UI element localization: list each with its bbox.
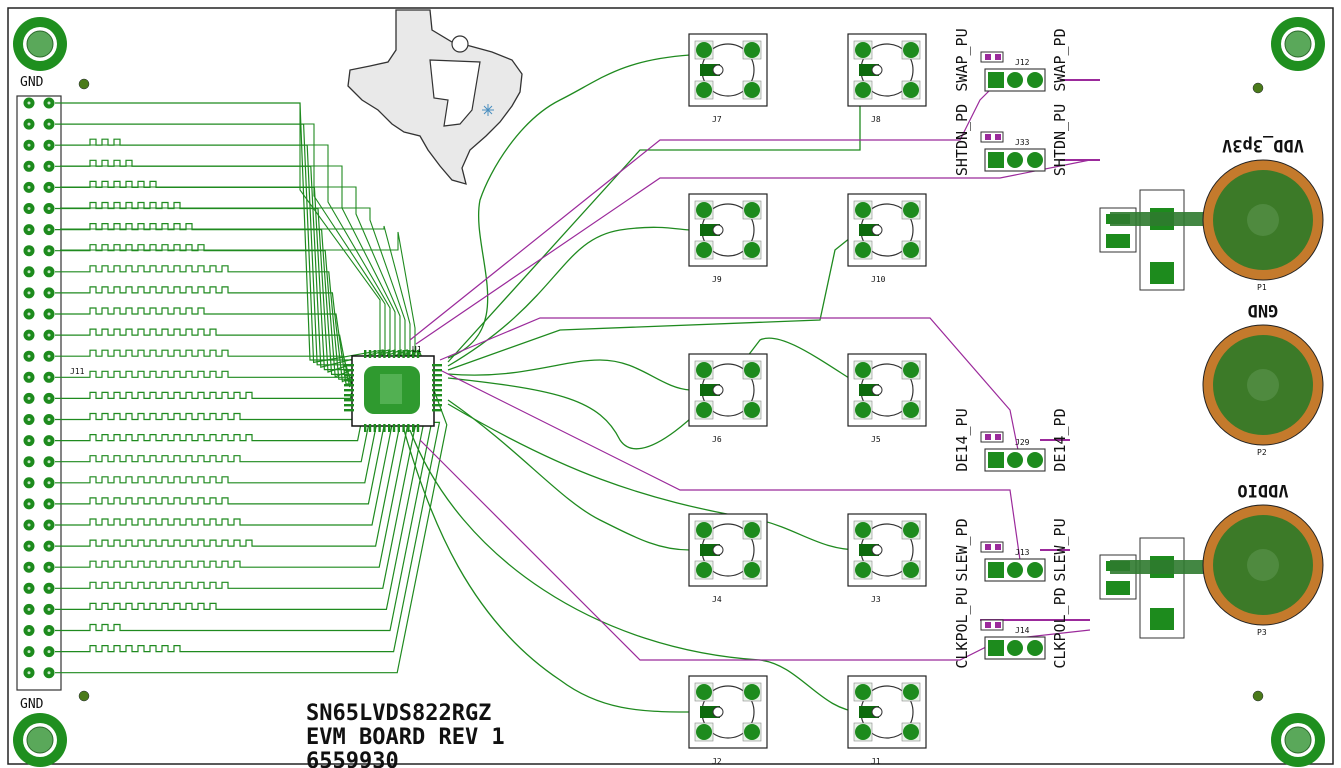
sma-connector-j1: J1 [847, 675, 927, 766]
connector-ref: J3 [871, 595, 881, 604]
power-label: VDDIO [1237, 480, 1288, 500]
sma-connector-j5: J5 [847, 353, 927, 444]
jumper-ref: J13 [1015, 548, 1030, 557]
sma-connector-j2: J2 [688, 675, 768, 766]
gnd-label-top: GND [20, 75, 44, 90]
jumper-ref: J12 [1015, 58, 1030, 67]
output-traces [403, 54, 1100, 713]
jumper-label-left: SLEW_PD [953, 518, 971, 581]
sma-connector-j9: J9 [688, 193, 768, 284]
ti-logo [347, 9, 523, 185]
connector-ref: J8 [871, 115, 881, 124]
pin-header-j11 [16, 95, 62, 691]
sma-connector-j10: J10 [847, 193, 927, 284]
jumper-j29: J29 DE14_PU DE14_PD [953, 408, 1069, 471]
connector-ref: J5 [871, 435, 881, 444]
jumper-j13: J13 SLEW_PD SLEW_PU [953, 518, 1069, 581]
connector-ref: J6 [712, 435, 722, 444]
jumper-label-right: CLKPOL_PD [1051, 587, 1069, 668]
power-ref: P1 [1257, 283, 1267, 292]
jumper-j14: J14 CLKPOL_PU CLKPOL_PD [953, 587, 1069, 668]
jumper-label-left: SHTDN_PD [953, 104, 971, 176]
jumper-label-right: DE14_PD [1051, 408, 1069, 471]
capacitor-footprints [1099, 189, 1260, 639]
header-ref: J11 [70, 367, 85, 376]
power-ref: P3 [1257, 628, 1267, 637]
power-terminal-p3: VDDIO P3 [1202, 480, 1324, 637]
connector-ref: J7 [712, 115, 722, 124]
jumper-label-left: CLKPOL_PU [953, 587, 971, 668]
power-ref: P2 [1257, 448, 1267, 457]
jumper-j33: J33 SHTDN_PD SHTDN_PU [953, 104, 1069, 176]
header-traces [55, 102, 448, 674]
sma-connector-j4: J4 [688, 513, 768, 604]
connector-ref: J4 [712, 595, 722, 604]
jumper-ref: J14 [1015, 626, 1030, 635]
jumper-blocks: J12 SWAP_PU SWAP_PD J33 SHTDN_PD SHTDN_PU J29 D… [953, 28, 1069, 668]
power-label: VDD_3p3V [1222, 135, 1304, 155]
mounting-holes [13, 17, 1325, 767]
power-terminal-p2: GND P2 [1202, 300, 1324, 457]
ic-ref: U1 [412, 345, 422, 354]
jumper-label-right: SLEW_PU [1051, 518, 1069, 581]
jumper-label-left: SWAP_PU [953, 28, 971, 91]
ic-u1: U1 [344, 345, 442, 432]
jumper-ref: J33 [1015, 138, 1030, 147]
jumper-label-right: SHTDN_PU [1051, 104, 1069, 176]
jumper-ref: J29 [1015, 438, 1030, 447]
sma-connector-j6: J6 [688, 353, 768, 444]
connector-ref: J9 [712, 275, 722, 284]
board-title-line2: EVM BOARD REV 1 [306, 725, 505, 750]
board-outline [7, 7, 1334, 765]
board-title-line3: 6559930 [306, 749, 399, 768]
jumper-label-left: DE14_PU [953, 408, 971, 471]
sma-connector-j7: J7 [688, 33, 768, 124]
connector-ref: J2 [712, 757, 722, 766]
sma-connector-j3: J3 [847, 513, 927, 604]
connector-ref: J10 [871, 275, 886, 284]
gnd-label-bottom: GND [20, 697, 44, 712]
jumper-label-right: SWAP_PD [1051, 28, 1069, 91]
connector-ref: J1 [871, 757, 881, 766]
power-terminal-p1: VDD_3p3V P1 [1202, 135, 1324, 292]
power-label: GND [1248, 300, 1279, 320]
board-title-line1: SN65LVDS822RGZ [306, 701, 491, 726]
jumper-j12: J12 SWAP_PU SWAP_PD [953, 28, 1069, 91]
sma-connector-j8: J8 [847, 33, 927, 124]
